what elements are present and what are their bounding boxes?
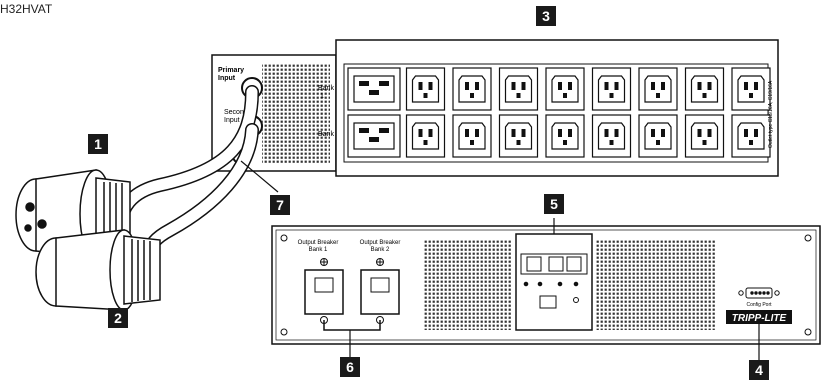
outlet-c13 (452, 114, 492, 158)
outlet-c19 (347, 67, 401, 111)
callout-number: 3 (542, 8, 550, 24)
outlet-c13 (731, 67, 771, 111)
callout-badge-1: 1 (88, 134, 108, 154)
tripp-lite-logo (726, 310, 792, 324)
leader-lines (240, 160, 760, 364)
front-vent-grille-right (596, 240, 716, 330)
outlet-c13 (638, 114, 678, 158)
secondary-input-label-2: Input (224, 117, 240, 124)
config-port[interactable] (738, 287, 780, 299)
secondary-input-label-1: Second (224, 109, 248, 116)
callout-badges: 1 2 3 4 5 6 7 (88, 6, 769, 380)
outlet-c19 (347, 114, 401, 158)
outlet-type-note: Outlet type C13/16A, C19/16A (768, 80, 774, 148)
outlet-c13 (591, 114, 632, 158)
rear-panel: Primary Input Second Input Bank 1 Bank O… (211, 39, 779, 177)
bank-a-label: Bank (318, 85, 334, 92)
breaker-1-label-2: Bank 1 (309, 247, 328, 253)
outlet-c13 (405, 114, 446, 158)
outlet-c13 (591, 67, 632, 111)
outlet-c13 (684, 67, 725, 111)
callout-number: 1 (94, 136, 102, 152)
breaker-bracket (323, 320, 381, 331)
callout-badge-5: 5 (544, 194, 564, 214)
outlet-c13 (452, 67, 492, 111)
callout-number: 5 (550, 196, 558, 212)
outlet-array (347, 67, 771, 158)
logo-text: TRIPP-LITE (732, 313, 787, 324)
callout-badge-4: 4 (749, 360, 769, 380)
callout-number: 4 (755, 362, 763, 378)
output-breaker-bank-1[interactable] (304, 258, 344, 324)
breaker-2-label-1: Output Breaker (360, 240, 401, 246)
callout-badge-2: 2 (108, 308, 128, 328)
outlet-c13 (498, 67, 539, 111)
transfer-switch-module[interactable] (515, 233, 593, 331)
outlet-c13 (731, 114, 771, 158)
outlet-c13 (545, 67, 585, 111)
breaker-2-label-2: Bank 2 (371, 247, 390, 253)
config-port-label: Config Port (746, 302, 772, 308)
callout-badge-3: 3 (536, 6, 556, 26)
rear-vent-grille (262, 64, 330, 164)
callout-badge-6: 6 (340, 357, 360, 377)
plug-2 (35, 229, 161, 311)
callout-number: 7 (276, 197, 284, 213)
callout-badge-7: 7 (270, 195, 290, 215)
bank-b-label: Bank (318, 131, 334, 138)
callout-number: 6 (346, 359, 354, 375)
front-vent-grille-left (424, 240, 512, 330)
outlet-c13 (638, 67, 678, 111)
callout-number: 2 (114, 310, 122, 326)
bank-a-number: 1 (320, 93, 324, 100)
breaker-1-label-1: Output Breaker (298, 240, 339, 246)
outlet-c13 (684, 114, 725, 158)
primary-input-label-2: Input (218, 75, 236, 82)
front-panel: Output Breaker Bank 1 Output Breaker Ban… (271, 225, 821, 345)
outlet-c13 (498, 114, 539, 158)
outlet-c13 (405, 67, 446, 111)
primary-input-label-1: Primary (218, 67, 244, 74)
outlet-c13 (545, 114, 585, 158)
model-label: H32HVAT (0, 2, 53, 16)
